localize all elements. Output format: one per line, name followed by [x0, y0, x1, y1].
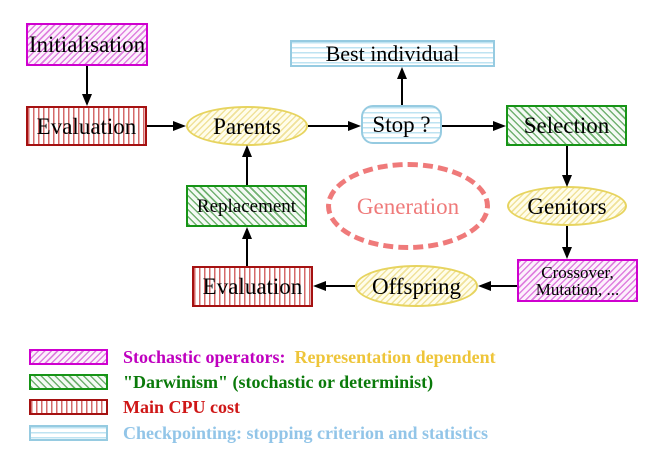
arrowhead-down-icon — [562, 247, 572, 259]
legend-swatch-red-stripes — [29, 399, 108, 415]
arrowhead-right-icon — [493, 121, 506, 131]
legend-row-checkpointing: Checkpointing: stopping criterion and st… — [29, 424, 488, 442]
arrowhead-down-icon — [82, 94, 92, 106]
arrow-line-parents-stop — [308, 125, 349, 127]
node-evaluation-top: Evaluation — [26, 106, 147, 146]
arrowhead-left-icon — [478, 281, 491, 291]
arrow-line-stop-selection — [442, 125, 494, 127]
node-replacement: Replacement — [186, 185, 307, 227]
legend-label-stochastic-operators: Stochastic operators: — [123, 347, 286, 367]
arrowhead-up-icon — [397, 67, 407, 79]
legend-swatch-magenta-hatch — [29, 349, 108, 365]
arrowhead-down-icon — [562, 175, 572, 187]
arrow-line-offspring-evaluation — [326, 285, 355, 287]
node-generation: Generation — [326, 162, 490, 250]
crossover-label-line2: Mutation, ... — [535, 279, 620, 299]
legend-label-main-cpu-cost: Main CPU cost — [123, 397, 240, 417]
legend-label-darwinism: "Darwinism" (stochastic or determinist) — [123, 372, 434, 392]
legend-label-representation-dependent: Representation dependent — [294, 347, 496, 367]
arrow-line-replacement-parents — [246, 157, 248, 185]
legend-swatch-cyan-stripes — [29, 425, 108, 441]
arrowhead-left-icon — [313, 281, 326, 291]
legend-row-darwinism: "Darwinism" (stochastic or determinist) — [29, 373, 433, 391]
arrow-line-genitors-crossover — [566, 226, 568, 247]
node-parents: Parents — [186, 106, 308, 146]
arrowhead-right-icon — [173, 121, 186, 131]
legend-swatch-green-hatch — [29, 374, 108, 390]
node-genitors: Genitors — [507, 186, 627, 226]
node-selection: Selection — [506, 105, 627, 146]
arrow-line-crossover-offspring — [491, 285, 517, 287]
legend-label-checkpointing: Checkpointing: stopping criterion and st… — [123, 423, 489, 443]
node-evaluation-bottom: Evaluation — [192, 266, 313, 307]
arrow-line-evaluation-parents — [147, 125, 174, 127]
arrowhead-up-icon — [242, 227, 252, 239]
arrow-line-evaluation-replacement — [246, 239, 248, 266]
node-stop: Stop ? — [361, 105, 442, 144]
node-initialisation: Initialisation — [26, 23, 148, 66]
crossover-label-line1: Crossover, — [541, 262, 614, 282]
legend-row-main-cpu-cost: Main CPU cost — [29, 398, 240, 416]
node-crossover-mutation: Crossover, Mutation, ... — [517, 259, 638, 302]
arrowhead-right-icon — [348, 121, 361, 131]
arrow-line-stop-best-individual — [401, 79, 403, 105]
node-offspring: Offspring — [355, 265, 478, 307]
arrow-line-initialisation-evaluation — [86, 66, 88, 94]
legend-row-stochastic-operators: Stochastic operators: Representation depe… — [29, 348, 496, 366]
arrowhead-up-icon — [242, 145, 252, 157]
arrow-line-selection-genitors — [566, 146, 568, 175]
node-best-individual: Best individual — [290, 40, 495, 67]
